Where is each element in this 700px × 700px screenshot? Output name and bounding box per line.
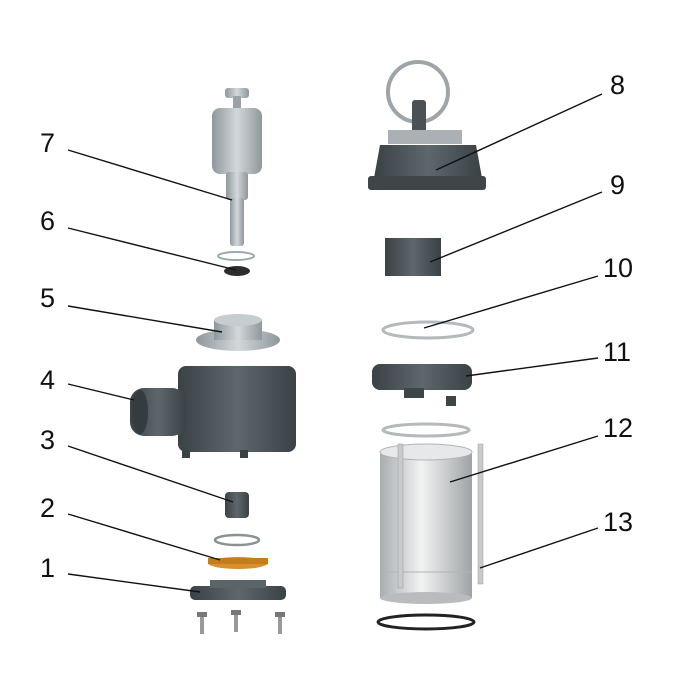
label-2: 2 [40, 493, 55, 523]
part-9-capacitor [385, 238, 441, 276]
part-6-seal [217, 251, 255, 276]
label-10: 10 [603, 253, 633, 283]
part-4-pump-housing [130, 366, 296, 458]
part-5-bearing-cover [196, 314, 280, 351]
part-13-tie-rods [397, 443, 484, 589]
part-8-top-cover [368, 60, 486, 190]
label-5: 5 [40, 283, 55, 313]
leader-lines [67, 93, 603, 593]
part-3-inlet-cap [213, 492, 261, 547]
label-1: 1 [40, 553, 55, 583]
label-6: 6 [40, 206, 55, 236]
label-12: 12 [603, 413, 633, 443]
label-4: 4 [40, 365, 55, 395]
part-7-rotor-shaft [212, 88, 262, 246]
part-1-base-plate [190, 580, 286, 634]
label-8: 8 [610, 70, 625, 100]
part-12-stator-casing [376, 422, 476, 631]
label-13: 13 [603, 507, 633, 537]
label-7: 7 [40, 128, 55, 158]
label-11: 11 [603, 337, 631, 367]
part-10-o-ring [381, 320, 475, 340]
label-3: 3 [40, 425, 55, 455]
label-9: 9 [610, 170, 625, 200]
part-11-motor-cover [372, 364, 472, 406]
part-2-impeller [208, 557, 268, 569]
